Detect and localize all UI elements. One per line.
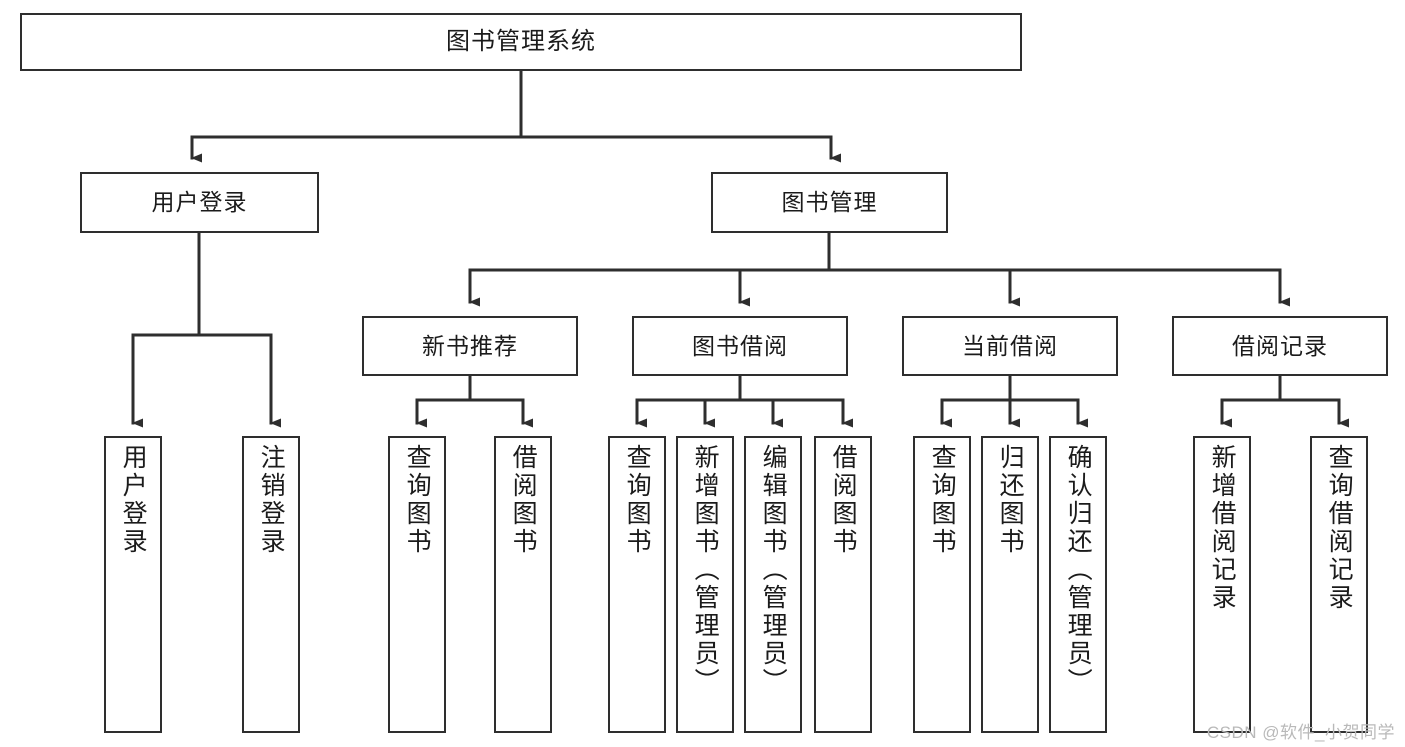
node-book-management[interactable]: 图书管理: [711, 172, 948, 233]
node-label: 注销登录: [257, 444, 286, 556]
csdn-watermark: CSDN @软件_小贺同学: [1206, 723, 1395, 742]
node-new-book-recommend[interactable]: 新书推荐: [362, 316, 578, 376]
node-label: 新增借阅记录: [1208, 444, 1237, 612]
leaf-query-borrow-record[interactable]: 查询借阅记录: [1310, 436, 1368, 733]
leaf-borrow-book-recommend[interactable]: 借阅图书: [494, 436, 552, 733]
node-label: 借阅记录: [1232, 332, 1328, 359]
leaf-user-login[interactable]: 用户登录: [104, 436, 162, 733]
node-label: 图书管理: [781, 189, 878, 216]
leaf-edit-book-admin[interactable]: 编辑图书（管理员）: [744, 436, 802, 733]
node-label: 新书推荐: [422, 332, 518, 359]
node-borrow-records[interactable]: 借阅记录: [1172, 316, 1388, 376]
leaf-add-book-admin[interactable]: 新增图书（管理员）: [676, 436, 734, 733]
node-label: 查询图书: [403, 444, 432, 556]
node-label: 图书管理系统: [446, 28, 596, 56]
node-label: 当前借阅: [962, 332, 1058, 359]
node-current-borrow[interactable]: 当前借阅: [902, 316, 1118, 376]
node-label: 归还图书: [996, 444, 1025, 556]
node-label: 借阅图书: [829, 444, 858, 556]
node-label: 查询借阅记录: [1325, 444, 1354, 612]
leaf-user-logout[interactable]: 注销登录: [242, 436, 300, 733]
leaf-confirm-return-admin[interactable]: 确认归还（管理员）: [1049, 436, 1107, 733]
leaf-query-book-recommend[interactable]: 查询图书: [388, 436, 446, 733]
node-label: 查询图书: [623, 444, 652, 556]
node-label: 确认归还（管理员）: [1064, 444, 1093, 696]
node-root-library-system[interactable]: 图书管理系统: [20, 13, 1022, 71]
node-label: 编辑图书（管理员）: [759, 444, 788, 696]
leaf-return-book[interactable]: 归还图书: [981, 436, 1039, 733]
leaf-add-borrow-record[interactable]: 新增借阅记录: [1193, 436, 1251, 733]
leaf-query-book-borrow[interactable]: 查询图书: [608, 436, 666, 733]
node-label: 用户登录: [151, 189, 248, 216]
leaf-borrow-book[interactable]: 借阅图书: [814, 436, 872, 733]
node-label: 查询图书: [928, 444, 957, 556]
node-label: 借阅图书: [509, 444, 538, 556]
leaf-query-book-current[interactable]: 查询图书: [913, 436, 971, 733]
node-book-borrow[interactable]: 图书借阅: [632, 316, 848, 376]
node-label: 新增图书（管理员）: [691, 444, 720, 696]
node-label: 图书借阅: [692, 332, 788, 359]
node-user-login[interactable]: 用户登录: [80, 172, 319, 233]
node-label: 用户登录: [119, 444, 148, 556]
